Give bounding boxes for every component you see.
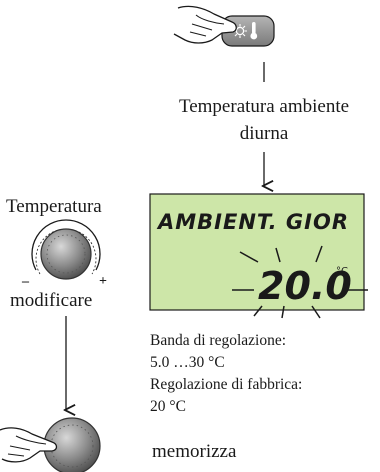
store-caption: memorizza <box>152 441 237 462</box>
knob-plus-sign: + <box>99 274 107 289</box>
knob-minus-sign: – <box>22 274 29 289</box>
display-text: AMBIENT. GIOR <box>158 210 350 234</box>
knob-icon[interactable] <box>31 219 101 280</box>
hand-icon <box>173 5 237 44</box>
note-line-4: 20 °C <box>150 398 186 415</box>
note-line-2: 5.0 …30 °C <box>150 354 225 371</box>
top-caption: Temperatura ambiente <box>178 96 350 117</box>
lcd-display <box>149 193 365 311</box>
top-caption-line2: diurna <box>239 123 289 144</box>
flash-icon <box>232 245 368 319</box>
note-line-3: Regolazione di fabbrica: <box>150 376 303 393</box>
knob-caption: modificare <box>10 290 93 311</box>
knob-label: Temperatura <box>6 196 102 217</box>
hand-icon <box>0 427 58 463</box>
display-unit: °C <box>336 266 348 277</box>
note-line-1: Banda di regolazione: <box>150 332 287 349</box>
display-value: 20.0 <box>258 264 352 308</box>
